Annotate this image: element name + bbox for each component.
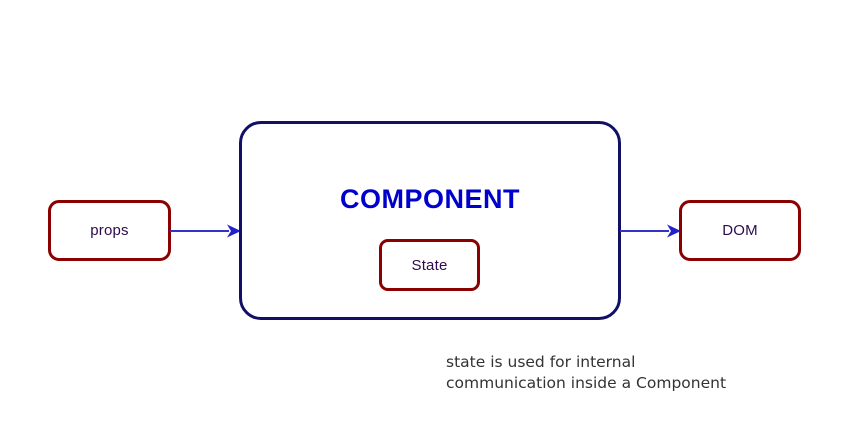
node-dom-label: DOM — [722, 222, 758, 239]
node-props: props — [48, 200, 171, 261]
diagram-caption: state is used for internal communication… — [446, 353, 727, 392]
arrow-props-to-component-icon — [170, 224, 241, 238]
node-state-label: State — [411, 256, 448, 274]
node-component-title: COMPONENT — [340, 184, 520, 214]
node-dom: DOM — [679, 200, 801, 261]
arrow-component-to-dom-icon — [620, 224, 681, 238]
node-state: State — [379, 239, 480, 291]
node-props-label: props — [90, 222, 129, 239]
